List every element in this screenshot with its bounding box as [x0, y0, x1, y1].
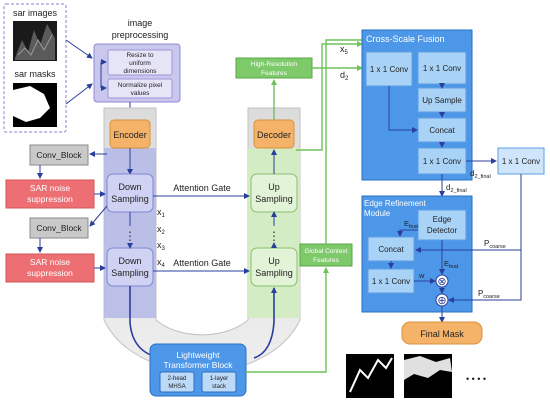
efeat-2: Efeat [444, 259, 459, 270]
pcoarse-1: Pcoarse [484, 239, 506, 250]
up1-line1: Up [268, 182, 280, 192]
preprocessing-panel: image preprocessing Resize to uniform di… [93, 18, 181, 103]
edge-detector-line2: Detector [427, 226, 458, 235]
preprocess-title-1: image [128, 18, 153, 28]
preprocess-step1-line2: uniform [129, 60, 151, 67]
output-thumbnail-2 [404, 354, 452, 398]
decoder-dots: ⋮ [268, 229, 280, 243]
down2-line2: Sampling [111, 268, 149, 278]
fusion-upsample-label: Up Sample [422, 96, 462, 105]
sar-image-thumbnail [13, 21, 57, 61]
sar-mask-thumbnail [13, 83, 57, 127]
skip-x3: x3 [157, 240, 166, 252]
decoder-label: Decoder [257, 130, 291, 140]
up-sampling-1 [250, 173, 298, 213]
output-ellipsis: • • • • [466, 374, 486, 384]
preprocess-title-2: preprocessing [112, 30, 169, 40]
global-line1: Global Context [305, 248, 348, 255]
mhsa-line2: MHSA [168, 384, 185, 390]
outside-conv [497, 147, 545, 175]
fusion-conv-right [417, 51, 467, 85]
stack-line1: 1-layer [210, 376, 228, 382]
high-res-line2: Features [261, 70, 287, 77]
fusion-conv-left-label: 1 x 1 Conv [370, 65, 408, 74]
encoder-label: Encoder [113, 130, 147, 140]
weight-w: w [418, 271, 425, 280]
noise2-line1: SAR noise [30, 257, 70, 267]
attention-gate-2: Attention Gate [173, 258, 231, 268]
add-symbol: ⊕ [437, 295, 446, 307]
preprocess-step2-line2: values [131, 90, 151, 97]
preprocess-step1-line3: dimensions [124, 68, 158, 75]
noise1-line2: suppression [27, 194, 73, 204]
attention-gate-1: Attention Gate [173, 183, 231, 193]
skip-x2: x2 [157, 224, 166, 236]
fusion-conv-bottom [417, 147, 467, 175]
edge-concat-label: Concat [378, 245, 404, 254]
edge-detector [417, 209, 467, 241]
down-sampling-1 [106, 173, 154, 213]
fusion-conv-right-label: 1 x 1 Conv [423, 64, 461, 73]
edge-detector-line1: Edge [433, 215, 452, 224]
edge-title-1: Edge Refinement [364, 199, 427, 208]
edge-conv [367, 268, 415, 294]
d2-label: d2 [340, 70, 349, 82]
fusion-title: Cross-Scale Fusion [366, 34, 445, 44]
output-thumbnail-1 [346, 354, 394, 398]
global-line2: Features [313, 257, 339, 264]
conv-block-2 [29, 217, 89, 239]
edge-title-2: Module [364, 209, 391, 218]
conv-block-2-label: Conv_Block [36, 223, 82, 233]
final-mask [401, 321, 483, 345]
up1-line2: Sampling [255, 194, 293, 204]
up-sampling-2 [250, 247, 298, 287]
pcoarse-2: Pcoarse [478, 289, 500, 300]
skip-x4: x4 [157, 257, 166, 269]
down1-line2: Sampling [111, 194, 149, 204]
conv-block-1-label: Conv_Block [36, 150, 82, 160]
sar-images-label: sar images [13, 8, 58, 18]
down2-line1: Down [118, 256, 141, 266]
conv-block-1 [29, 144, 89, 166]
d2-final-label-2: d2_final [446, 183, 467, 194]
transformer-title-1: Lightweight [176, 350, 220, 360]
noise1-line1: SAR noise [30, 183, 70, 193]
up2-line2: Sampling [255, 268, 293, 278]
skip-x1: x1 [157, 207, 166, 219]
outside-conv-label: 1 x 1 Conv [502, 157, 540, 166]
mhsa-line1: 2-head [168, 376, 187, 382]
final-mask-label: Final Mask [420, 329, 464, 339]
mhsa-box [159, 371, 195, 393]
efeat-1: Efeat [404, 219, 419, 230]
x5-label: x5 [340, 44, 349, 56]
edge-conv-label: 1 x 1 Conv [372, 277, 410, 286]
edge-concat [367, 236, 415, 262]
fusion-conv-left [365, 51, 413, 87]
down1-line1: Down [118, 182, 141, 192]
preprocess-step1-line1: Resize to [126, 52, 153, 59]
transformer-title-2: Transformer Block [163, 360, 233, 370]
input-panel: sar images sar masks [3, 3, 67, 133]
noise2-line2: suppression [27, 268, 73, 278]
d2-final-label-1: d2_final [470, 169, 491, 180]
sar-masks-label: sar masks [14, 69, 56, 79]
stack-box [201, 371, 237, 393]
preprocess-step2-line1: Normalize pixel [118, 82, 163, 89]
fusion-conv-bottom-label: 1 x 1 Conv [423, 157, 461, 166]
multiply-symbol: ⊗ [437, 276, 446, 288]
encoder-dots: ⋮ [124, 229, 136, 243]
high-res-line1: High-Resolution [251, 61, 298, 68]
fusion-concat-label: Concat [429, 126, 455, 135]
up2-line1: Up [268, 256, 280, 266]
stack-line2: stack [212, 384, 227, 390]
down-sampling-2 [106, 247, 154, 287]
fusion-upsample [417, 87, 467, 113]
